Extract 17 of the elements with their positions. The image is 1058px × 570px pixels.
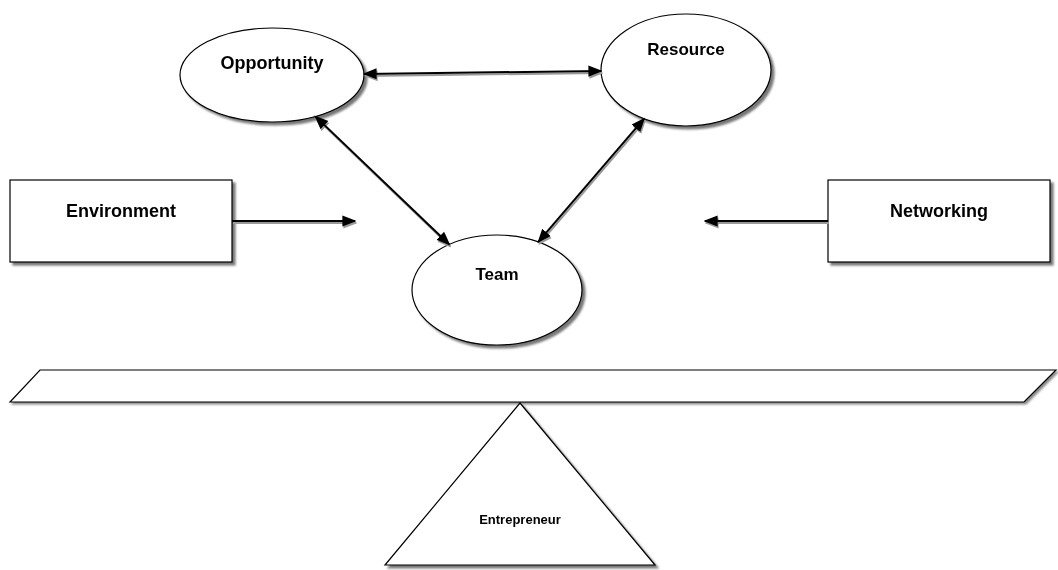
ellipse-node xyxy=(601,14,771,126)
node-label: Opportunity xyxy=(220,52,324,74)
node-label: Resource xyxy=(647,40,725,60)
process-box xyxy=(10,180,232,262)
triangle-fulcrum xyxy=(385,403,655,565)
node-label: Environment xyxy=(66,200,176,222)
node-label: Team xyxy=(475,265,519,285)
arrow xyxy=(362,65,603,80)
arrow xyxy=(231,215,357,227)
ellipse-node xyxy=(412,235,582,345)
arrow xyxy=(537,117,646,243)
arrow xyxy=(314,115,451,246)
process-box xyxy=(828,180,1050,262)
ellipse-node xyxy=(180,28,364,122)
arrow xyxy=(703,215,829,227)
node-label: Networking xyxy=(890,200,988,222)
node-label: Entrepreneur xyxy=(479,511,561,527)
